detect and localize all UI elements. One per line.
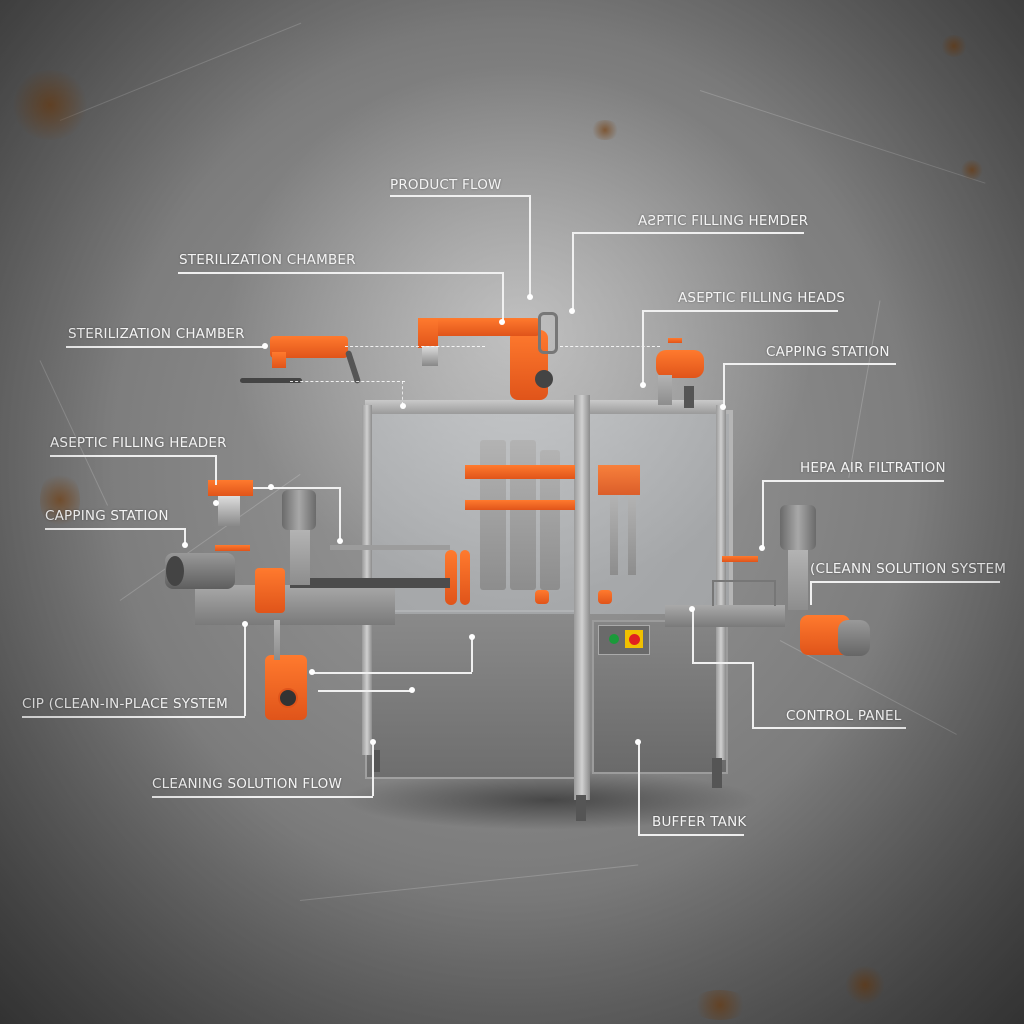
infeed-conveyor [195, 585, 395, 625]
robot-arm-base [510, 330, 548, 400]
label-aseptic-filling-hemder: AƧPTIC FILLING HEMDER [638, 213, 808, 229]
label-control-panel: CONTROL PANEL [786, 708, 901, 724]
label-sterilization-chamber-top: STERILIZATION CHAMBER [179, 252, 356, 268]
label-aseptic-filling-header: ASEPTIC FILLING HEADER [50, 435, 227, 451]
label-buffer-tank: BUFFER TANK [652, 814, 746, 830]
control-panel-box [598, 625, 650, 655]
robot-arm-link [420, 318, 540, 336]
sterilization-gripper [270, 336, 348, 358]
filling-header-unit [208, 480, 253, 496]
label-clean-solution-system: (CLEANN SOLUTION SYSTEM [810, 561, 1006, 577]
label-aseptic-filling-heads: ASEPTIC FILLING HEADS [678, 290, 845, 306]
label-hepa-air-filtration: HEPA AIR FILTRATION [800, 460, 946, 476]
label-capping-station-right: CAPPING STATION [766, 344, 890, 360]
vertical-pump-motor-left [282, 490, 316, 530]
label-cleaning-solution-flow: CLEANING SOLUTION FLOW [152, 776, 342, 792]
outfeed-conveyor [665, 605, 785, 627]
vertical-pump-motor-right [780, 505, 816, 550]
emergency-stop-button[interactable] [629, 634, 640, 645]
label-product-flow: PRODUCT FLOW [390, 177, 502, 193]
capping-valve [656, 350, 704, 378]
start-button[interactable] [609, 634, 619, 644]
capping-unit-left [255, 568, 285, 613]
cip-pump [265, 655, 307, 720]
filler-cylinders [465, 440, 575, 590]
label-sterilization-chamber-left: STERILIZATION CHAMBER [68, 326, 245, 342]
label-capping-station-left: CAPPING STATION [45, 508, 169, 524]
label-cip-system: CIP (CLEAN-IN-PLACE SYSTEM [22, 696, 228, 712]
